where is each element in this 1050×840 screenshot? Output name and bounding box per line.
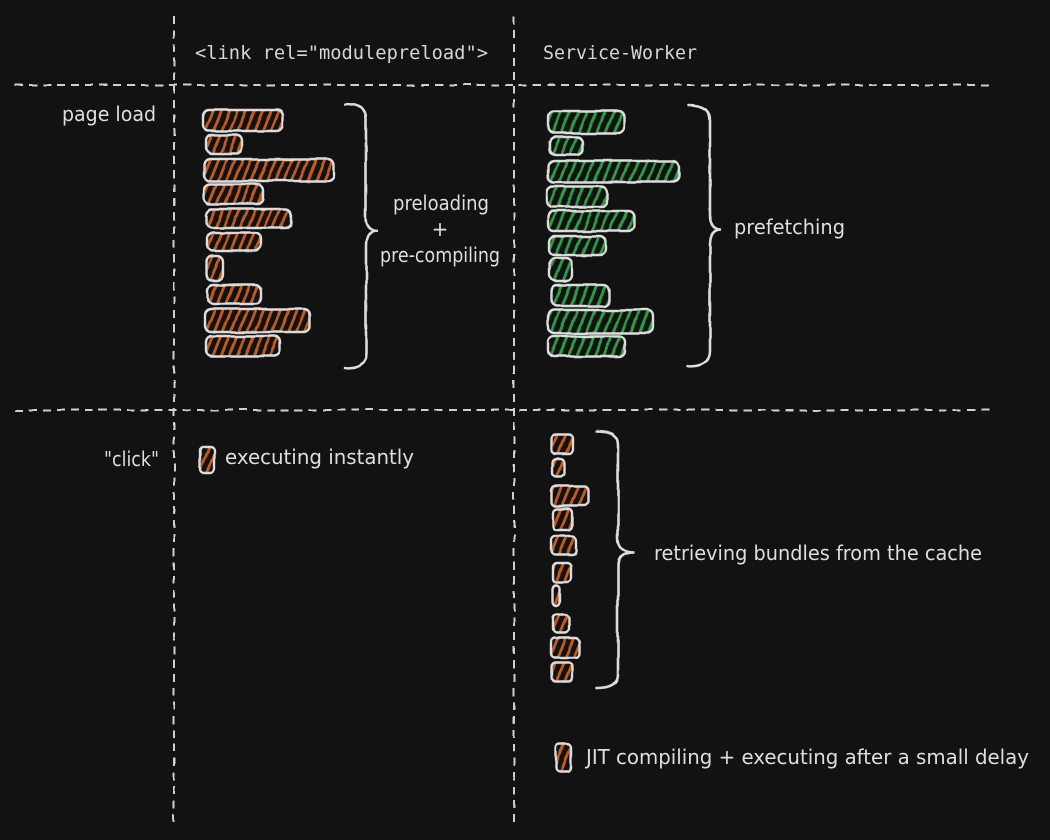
modulepreload-bundles-bar-4 [202, 182, 265, 206]
service-worker-bundles-bar-6 [547, 234, 608, 257]
service-worker-bundles-bar-8 [549, 283, 611, 308]
cache-bundles-bar-3 [549, 484, 590, 508]
click-bundle [198, 444, 216, 475]
labels: <link rel="modulepreload"> Service-Worke… [62, 42, 1029, 769]
service-worker-bundles-bar-9 [546, 308, 655, 335]
service-worker-bundles-bar-10 [546, 334, 627, 359]
modulepreload-bundles-bar-2 [204, 133, 244, 156]
service-worker-bundles-bar-7 [548, 256, 574, 283]
jit-compiling-label: JIT compiling + executing after a small … [584, 745, 1029, 769]
service-worker-bundles-bar-4 [545, 184, 609, 209]
cache-bundles-bar-4 [551, 507, 574, 532]
modulepreload-bundles-bar-6 [205, 231, 263, 253]
modulepreload-bundles-bar-8 [206, 283, 263, 306]
service-worker-bundles [545, 109, 681, 359]
modulepreload-bundles-bar-10 [204, 334, 282, 358]
preloading-label-line1: preloading [393, 191, 489, 215]
modulepreload-bundles-bar-5 [204, 207, 293, 230]
braces [343, 102, 722, 690]
row-label-page-load: page load [62, 102, 156, 126]
cache-bundles-bar-6 [551, 561, 573, 584]
cache-brace [595, 429, 635, 690]
cache-bundles-bar-2 [551, 457, 567, 479]
column-header-service-worker: Service-Worker [543, 42, 697, 64]
cache-bundles-bar-1 [550, 433, 575, 456]
preloading-label-line2: + [432, 217, 449, 241]
executing-instantly-label: executing instantly [225, 445, 414, 469]
click-bundle-bar-1 [198, 444, 216, 475]
prefetching-label: prefetching [734, 215, 845, 239]
modulepreload-bundles-bar-1 [201, 108, 285, 133]
service-worker-bundles-bar-5 [546, 209, 636, 233]
modulepreload-bundles [201, 108, 336, 358]
modulepreload-bundles-bar-3 [202, 157, 336, 183]
modulepreload-bundles-bar-9 [203, 307, 312, 334]
cache-bundles-bar-10 [550, 661, 574, 684]
retrieving-bundles-label: retrieving bundles from the cache [654, 541, 982, 565]
preloading-brace [343, 102, 379, 370]
service-worker-bundles-bar-2 [547, 135, 585, 157]
cache-bundles-bar-5 [549, 534, 578, 557]
cache-bundles-bar-8 [551, 612, 571, 635]
jit-bundle-bar-1 [554, 742, 573, 774]
preloading-label-line3: pre-compiling [380, 243, 500, 267]
cache-bundles-bar-9 [549, 636, 582, 660]
dashed-grid [15, 16, 995, 822]
modulepreload-bundles-bar-7 [204, 254, 225, 283]
prefetching-brace [686, 103, 722, 368]
cache-bundles-bar-7 [551, 583, 562, 607]
column-header-modulepreload: <link rel="modulepreload"> [195, 42, 488, 64]
service-worker-bundles-bar-3 [546, 159, 681, 184]
jit-bundle [554, 742, 573, 774]
bundle-bars [198, 108, 681, 774]
row-label-click: "click" [104, 447, 159, 471]
service-worker-bundles-bar-1 [546, 109, 626, 135]
cache-bundles [549, 433, 590, 684]
